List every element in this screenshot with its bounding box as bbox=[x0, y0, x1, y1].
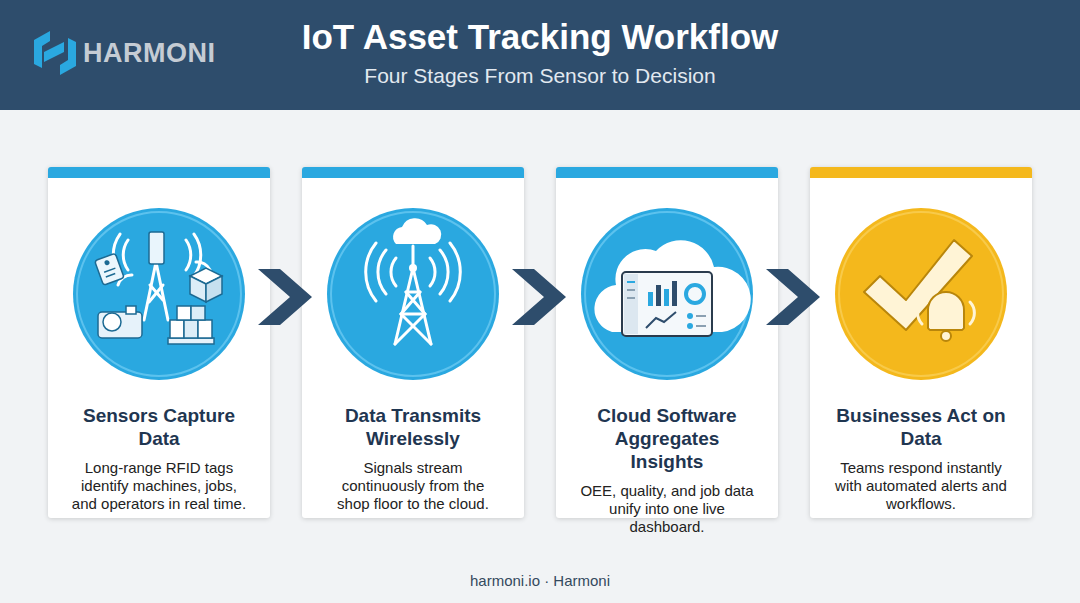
card-heading: Businesses Act on Data bbox=[810, 404, 1032, 450]
chevron-arrow bbox=[766, 269, 820, 325]
flow-chevron bbox=[512, 269, 566, 325]
card-body: Signals stream continuously from the sho… bbox=[302, 459, 524, 513]
stage-card: Businesses Act on DataTeams respond inst… bbox=[810, 167, 1032, 518]
alert-illustration bbox=[835, 208, 1007, 380]
card-body: Teams respond instantly with automated a… bbox=[810, 459, 1032, 513]
card-body: Long-range RFID tags identify machines, … bbox=[48, 459, 270, 513]
flow-chevron bbox=[258, 269, 312, 325]
flow-chevron bbox=[766, 269, 820, 325]
sensor-illustration bbox=[73, 208, 245, 380]
logo-text: HARMONI bbox=[83, 36, 216, 70]
chevron-arrow bbox=[258, 269, 312, 325]
chevron-arrow bbox=[512, 269, 566, 325]
logo-icon bbox=[34, 31, 76, 75]
stage-card: Data Transmits WirelesslySignals stream … bbox=[302, 167, 524, 518]
card-heading: Data Transmits Wirelessly bbox=[302, 404, 524, 450]
stage-card: Sensors Capture DataLong-range RFID tags… bbox=[48, 167, 270, 518]
card-heading: Cloud Software Aggregates Insights bbox=[556, 404, 778, 473]
footer-caption: harmoni.io · Harmoni bbox=[0, 571, 1080, 591]
cloud-dashboard-illustration bbox=[581, 208, 753, 380]
tower-illustration bbox=[327, 208, 499, 380]
card-heading: Sensors Capture Data bbox=[48, 404, 270, 450]
card-body: OEE, quality, and job data unify into on… bbox=[556, 482, 778, 536]
stage-card: Cloud Software Aggregates InsightsOEE, q… bbox=[556, 167, 778, 518]
